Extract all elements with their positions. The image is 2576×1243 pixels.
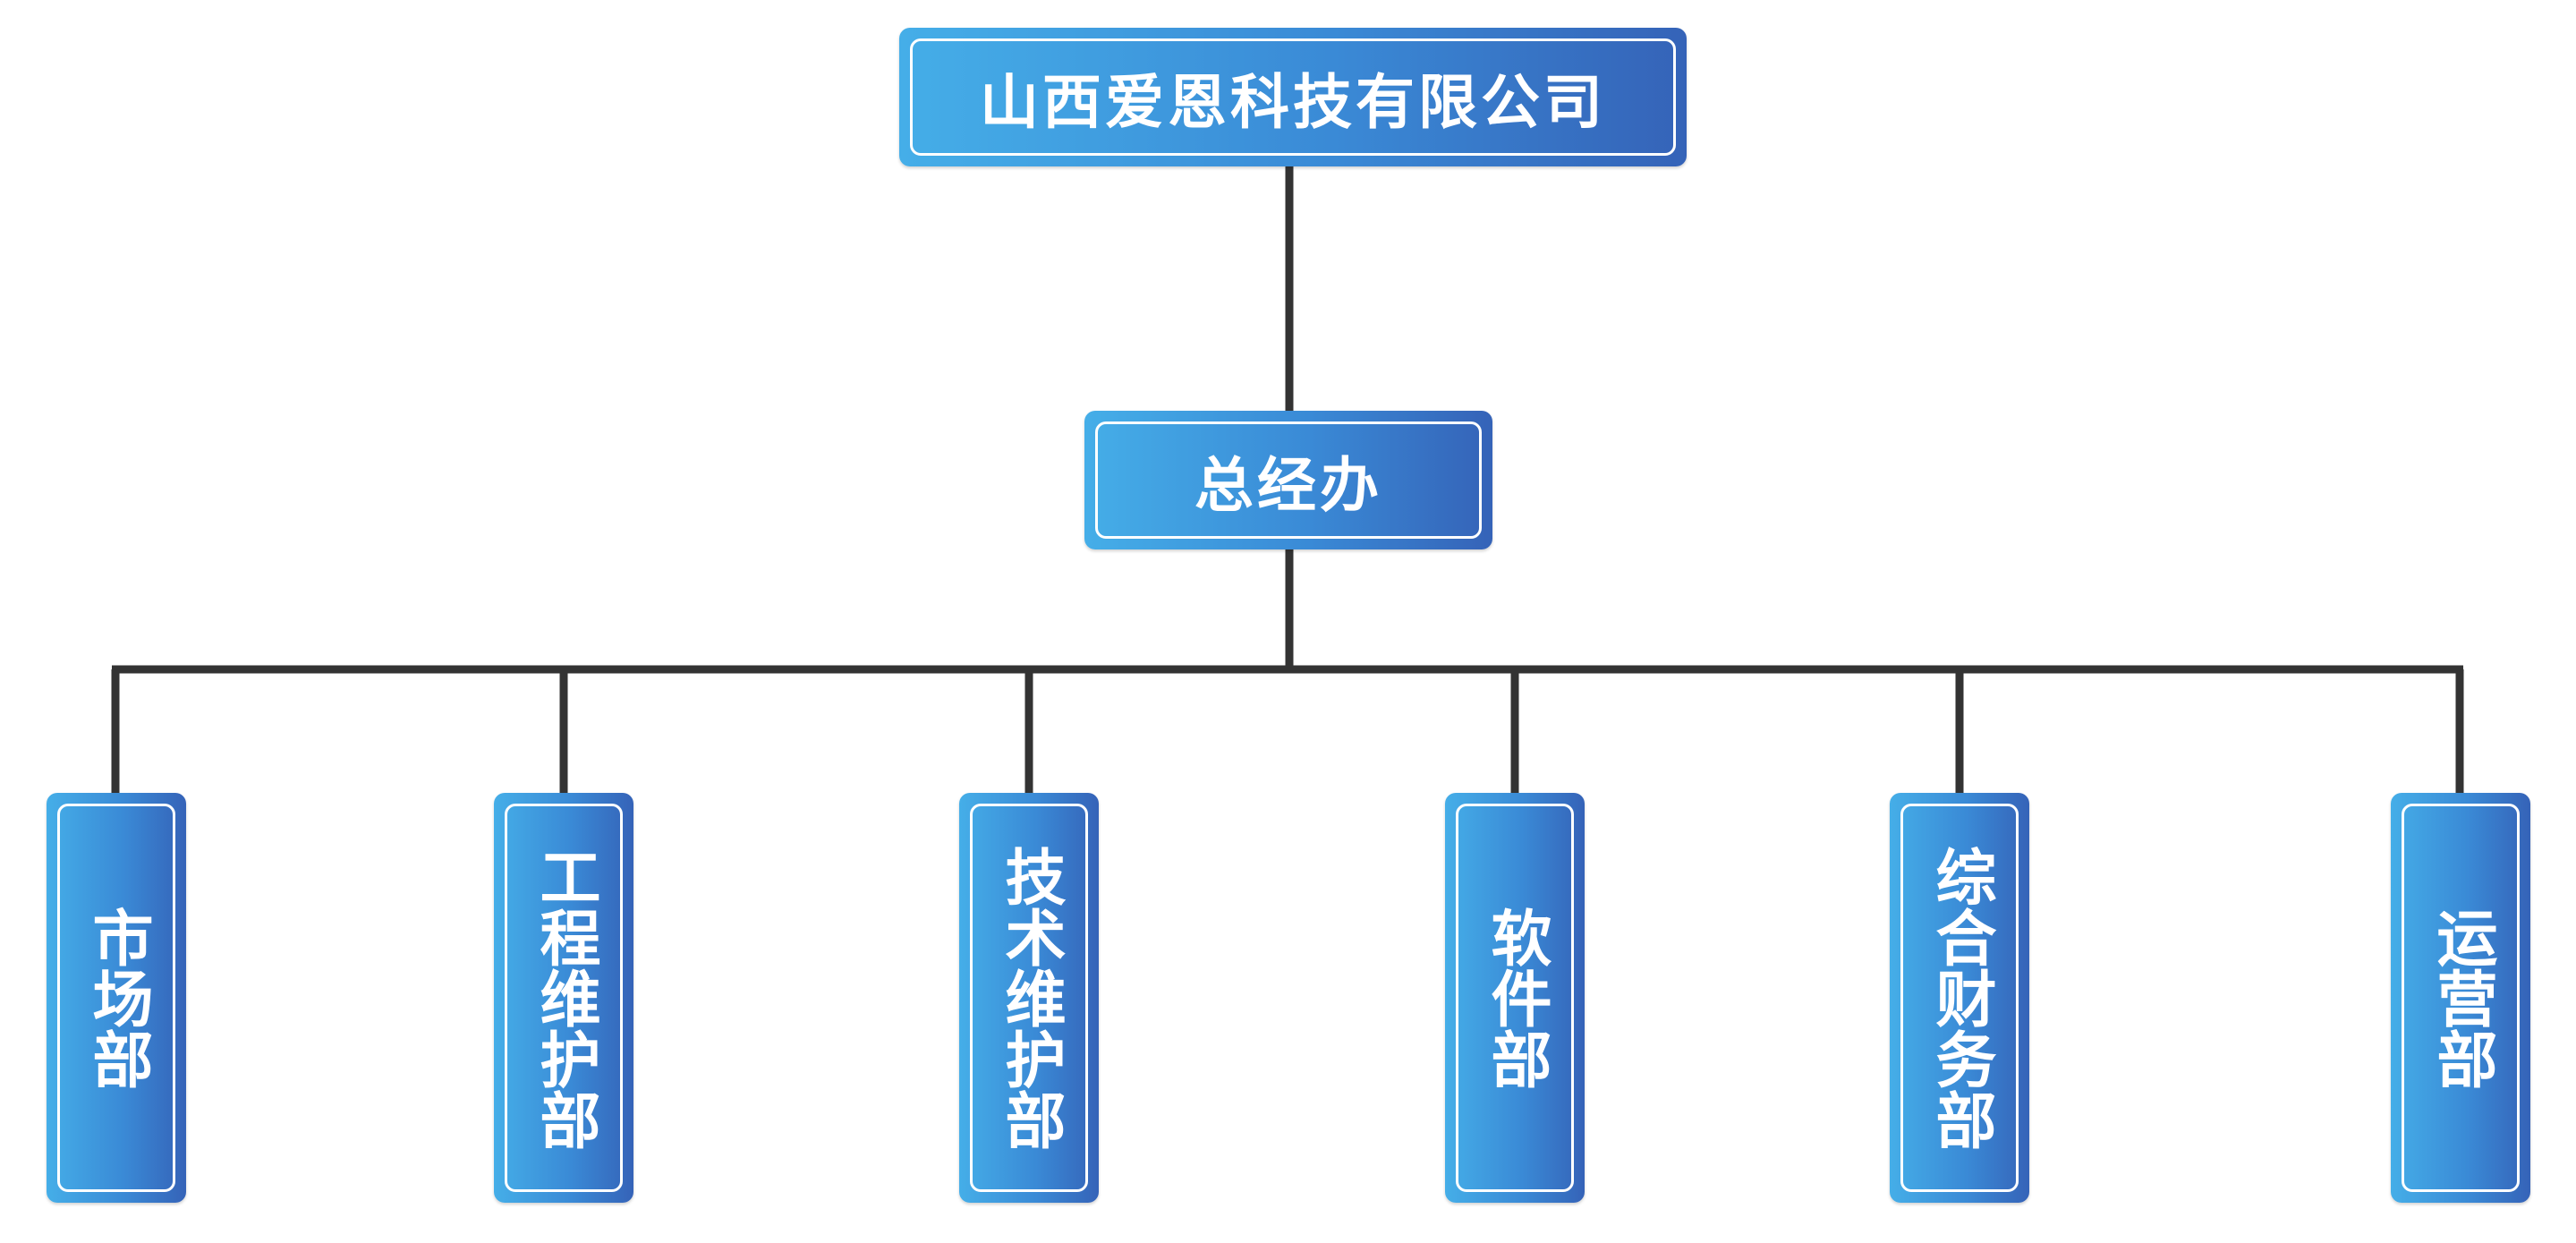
department-node-label: 软件部 bbox=[1480, 907, 1551, 1089]
company-node-label: 山西爱恩科技有限公司 bbox=[980, 67, 1606, 137]
general-office-node-label: 总经办 bbox=[1194, 450, 1382, 520]
department-node-finance: 综合财务部 bbox=[1890, 793, 2029, 1203]
department-node-label: 工程维护部 bbox=[529, 846, 599, 1150]
department-node-frame: 技术维护部 bbox=[970, 804, 1088, 1192]
department-node-label: 市场部 bbox=[81, 907, 152, 1089]
department-node-technical-maintenance: 技术维护部 bbox=[959, 793, 1099, 1203]
department-node-operations: 运营部 bbox=[2391, 793, 2530, 1203]
department-node-label: 综合财务部 bbox=[1925, 846, 1995, 1150]
general-office-node: 总经办 bbox=[1084, 411, 1492, 549]
department-node-frame: 市场部 bbox=[57, 804, 175, 1192]
company-node: 山西爱恩科技有限公司 bbox=[899, 28, 1687, 166]
department-node-frame: 工程维护部 bbox=[505, 804, 623, 1192]
department-node-frame: 综合财务部 bbox=[1900, 804, 2019, 1192]
company-node-frame: 山西爱恩科技有限公司 bbox=[910, 38, 1676, 156]
department-node-engineering-maintenance: 工程维护部 bbox=[494, 793, 633, 1203]
department-node-label: 技术维护部 bbox=[994, 846, 1065, 1150]
general-office-node-frame: 总经办 bbox=[1095, 421, 1482, 539]
department-node-frame: 软件部 bbox=[1456, 804, 1574, 1192]
department-node-software: 软件部 bbox=[1445, 793, 1585, 1203]
department-node-label: 运营部 bbox=[2426, 907, 2496, 1089]
department-node-frame: 运营部 bbox=[2402, 804, 2520, 1192]
department-node-market: 市场部 bbox=[47, 793, 186, 1203]
